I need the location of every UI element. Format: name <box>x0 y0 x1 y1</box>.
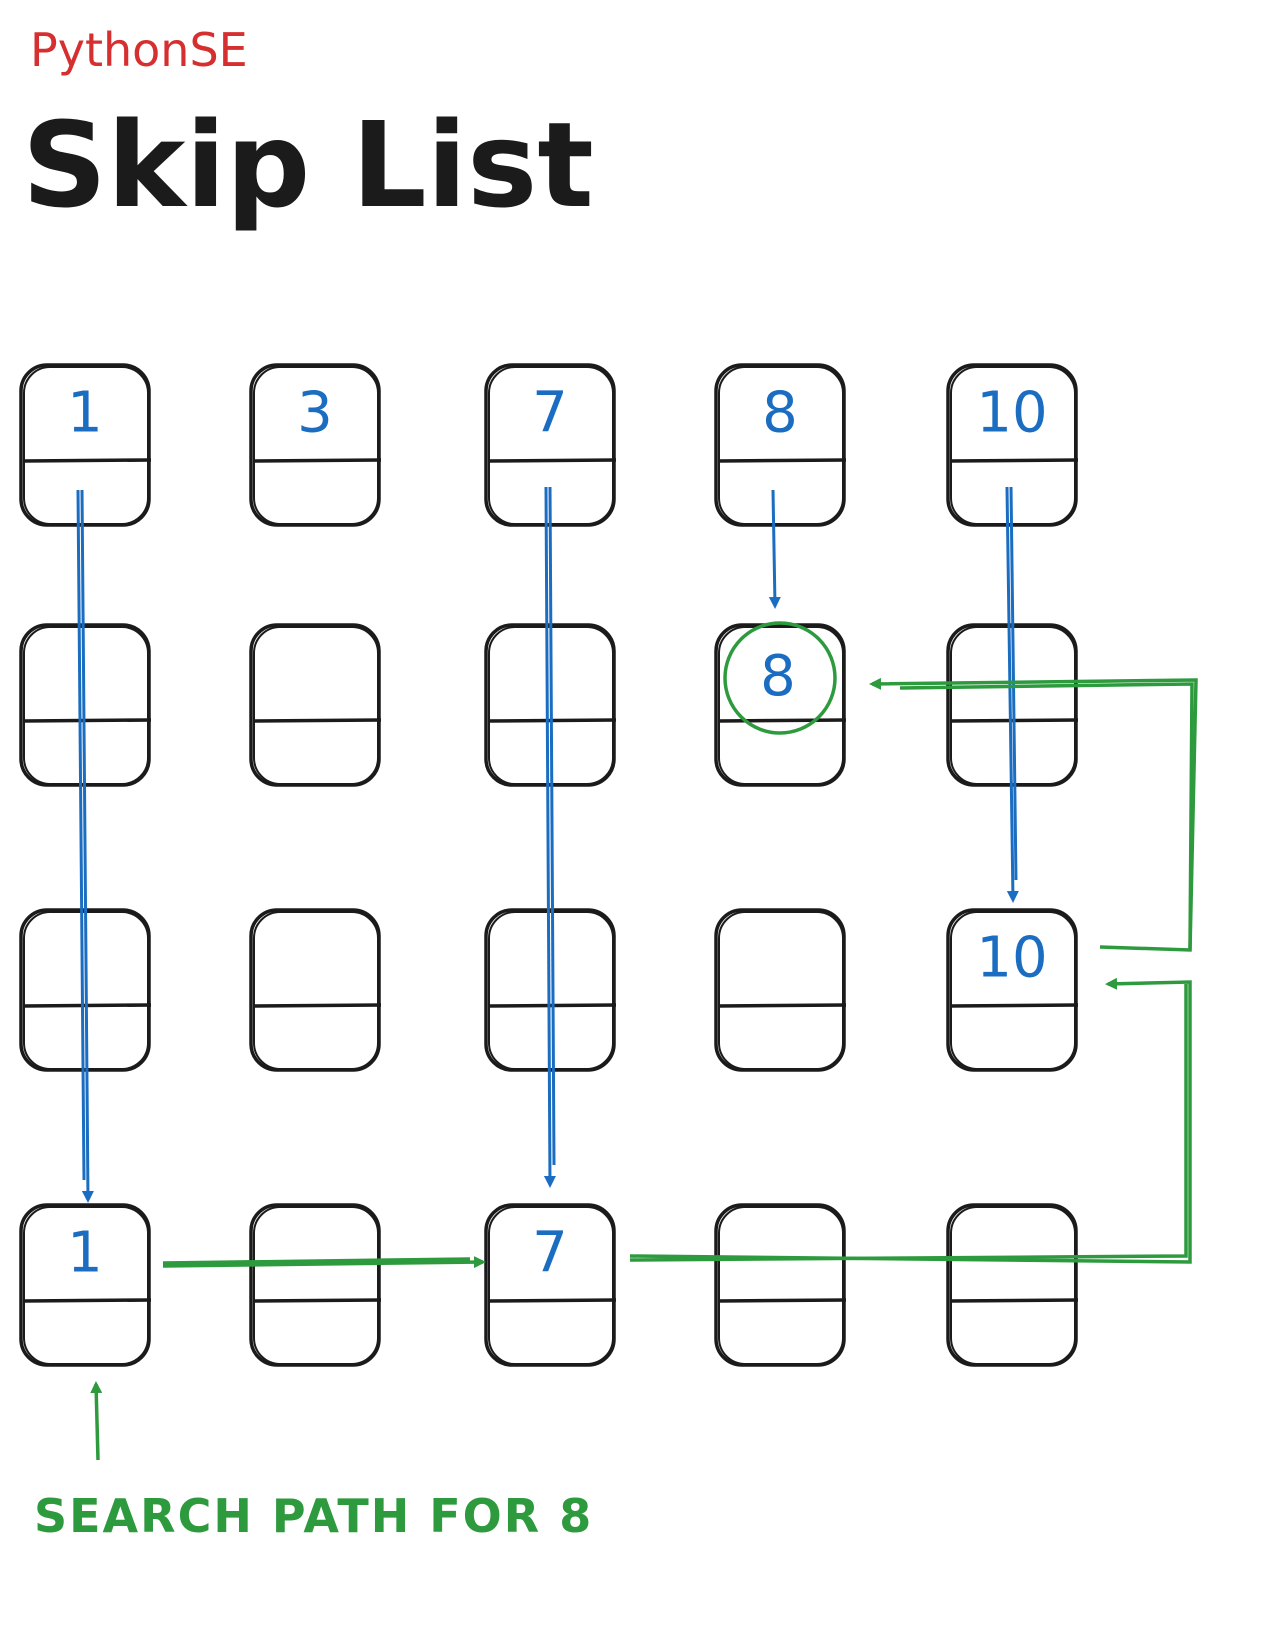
page-title: Skip List <box>22 96 594 234</box>
node-key: 7 <box>532 380 568 445</box>
diagram-caption: SEARCH PATH FOR 8 <box>34 1489 593 1543</box>
found-node-circle <box>723 621 837 735</box>
search-path-10-to-8 <box>869 677 1198 952</box>
node-box-sketch <box>950 911 1076 1070</box>
skip-list-node: 3 <box>249 363 382 527</box>
descent-arrow-node-7-stroke <box>548 486 556 1166</box>
node-box-sketch <box>488 911 614 1070</box>
node-divider <box>717 718 847 723</box>
node-box-sketch <box>950 366 1076 525</box>
skip-list-node <box>714 623 847 787</box>
node-box-sketch <box>23 366 149 525</box>
node-key: 1 <box>67 1220 103 1285</box>
skip-list-node <box>484 908 617 1072</box>
skip-list-node <box>249 908 382 1072</box>
node-box <box>714 908 846 1072</box>
skip-list-node: 7 <box>484 1203 617 1367</box>
skip-list-node <box>249 1203 382 1367</box>
skip-list-node <box>946 1203 1079 1367</box>
node-grid: 1 3 7 8 10 10 1 7 <box>19 363 1079 1367</box>
node-divider <box>717 458 847 463</box>
skip-list-node: 8 <box>714 363 847 527</box>
descent-arrow-node-7 <box>543 486 556 1188</box>
node-key: 1 <box>67 380 103 445</box>
node-key: 3 <box>297 380 333 445</box>
descent-arrow-node-1 <box>80 489 94 1203</box>
node-divider <box>252 718 382 723</box>
node-divider <box>949 1003 1079 1008</box>
node-divider <box>22 1298 152 1303</box>
brand-label: PythonSE <box>30 23 248 77</box>
node-divider <box>252 1298 382 1303</box>
skip-list-node: 10 <box>946 908 1079 1072</box>
node-box-sketch <box>488 1206 614 1365</box>
node-box-sketch <box>23 626 149 785</box>
node-key: 10 <box>976 925 1047 990</box>
search-path <box>90 621 1198 1461</box>
skip-list-node: 10 <box>946 363 1079 527</box>
node-box <box>249 1203 381 1367</box>
node-box-sketch <box>718 1206 844 1365</box>
node-key: 10 <box>976 380 1047 445</box>
node-box <box>249 623 381 787</box>
node-divider <box>487 458 617 463</box>
skip-list-node: 7 <box>484 363 617 527</box>
node-divider <box>22 718 152 723</box>
node-box-sketch <box>718 911 844 1070</box>
node-box-sketch <box>253 626 379 785</box>
search-path-1-to-7-stroke <box>162 1257 471 1265</box>
node-box-sketch <box>23 1206 149 1365</box>
skip-list-node: 1 <box>19 363 152 527</box>
node-box <box>714 1203 846 1367</box>
node-divider <box>487 1298 617 1303</box>
search-path-1-to-7 <box>162 1256 486 1269</box>
node-box-sketch <box>253 1206 379 1365</box>
node-box <box>946 1203 1078 1367</box>
search-path-7-to-10-stroke <box>629 984 1188 1262</box>
skip-list-node <box>714 1203 847 1367</box>
node-box-sketch <box>253 366 379 525</box>
node-divider <box>252 458 382 463</box>
node-box-sketch <box>253 911 379 1070</box>
descent-arrow-node-10 <box>1005 486 1019 903</box>
search-path-7-to-10 <box>629 977 1192 1264</box>
node-divider <box>717 1298 847 1303</box>
node-divider <box>252 1003 382 1008</box>
search-path-10-to-8-stroke <box>899 682 1194 951</box>
node-box <box>249 908 381 1072</box>
search-start-arrow <box>90 1381 103 1461</box>
descent-links <box>76 486 1019 1203</box>
node-box-sketch <box>718 626 844 785</box>
node-divider <box>949 1298 1079 1303</box>
skip-list-node: 1 <box>19 1203 152 1367</box>
node-key: 8 <box>762 380 798 445</box>
found-node-key: 8 <box>760 644 796 709</box>
node-key: 7 <box>532 1220 568 1285</box>
descent-arrow-node-8 <box>768 489 781 609</box>
node-divider <box>22 458 152 463</box>
node-box-sketch <box>950 1206 1076 1365</box>
descent-arrow-node-1-stroke <box>76 489 86 1181</box>
node-divider <box>717 1003 847 1008</box>
node-divider <box>949 458 1079 463</box>
skip-list-node <box>714 908 847 1072</box>
node-box-sketch <box>718 366 844 525</box>
skip-list-node <box>19 623 152 787</box>
skip-list-node <box>249 623 382 787</box>
